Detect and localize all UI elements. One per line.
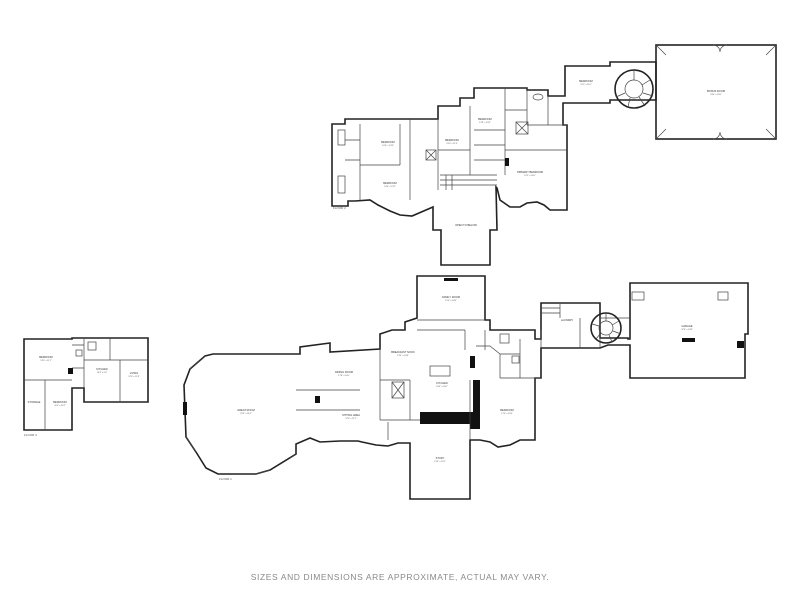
room-small-bedroom-a-dim: 13'6" x 11'2" (40, 360, 52, 362)
room-bedroom-left-dim: 16'4" x 13'8" (382, 145, 394, 147)
room-small-bedroom-a: BEDROOM (39, 355, 52, 359)
room-open-to-below: OPEN TO BELOW (455, 223, 477, 227)
small-floor-label: FLOOR 3 (24, 433, 37, 437)
room-primary-bedroom: PRIMARY BEDROOM (517, 170, 543, 174)
room-primary-bedroom-dim: 19'2" x 16'0" (524, 175, 536, 177)
room-bedroom-mid: BEDROOM (383, 181, 396, 185)
room-bonus-room-dim: 33'4" x 29'0" (710, 94, 722, 96)
room-dining-room-dim: 17'8" x 14'0" (338, 375, 350, 377)
room-study: STUDY (436, 456, 445, 460)
room-main-bedroom-dim: 17'0" x 15'6" (501, 413, 513, 415)
main-floor-plan: FLOOR 1 GREAT ROOM 25'4" x 21'6" DINING … (183, 275, 749, 500)
room-garage-dim: 32'6" x 24'8" (681, 329, 693, 331)
room-family-room: FAMILY ROOM (442, 295, 460, 299)
room-kitchen-dim: 18'6" x 16'0" (436, 386, 448, 388)
room-small-kitchen-dim: 10'4" x 9'0" (97, 372, 108, 374)
room-small-kitchen: KITCHEN (96, 367, 108, 371)
room-small-living: LIVING (130, 371, 139, 375)
room-breakfast-nook: BREAKFAST NOOK (391, 350, 415, 354)
upper-floor-plan: FLOOR 2 BEDROOM 16'4" x 13'8" BEDROOM 14… (331, 44, 777, 266)
room-small-bedroom-b-dim: 11'0" x 10'2" (54, 405, 66, 407)
room-bedroom-top-dim: 12'8" x 10'6" (479, 122, 491, 124)
disclaimer-text: SIZES AND DIMENSIONS ARE APPROXIMATE, AC… (250, 572, 550, 582)
room-kitchen: KITCHEN (436, 381, 448, 385)
room-bonus-room: BONUS ROOM (707, 89, 725, 93)
room-bedroom-mid-dim: 14'6" x 13'2" (384, 186, 396, 188)
room-bedroom-far: BEDROOM (579, 79, 592, 83)
room-dining-room: DINING ROOM (335, 370, 353, 374)
room-sitting-area: SITTING AREA (342, 413, 360, 417)
room-great-room-dim: 25'4" x 21'6" (240, 413, 252, 415)
room-garage: GARAGE (681, 324, 692, 328)
room-bedroom-top: BEDROOM (478, 117, 491, 121)
room-small-living-dim: 12'6" x 11'8" (128, 376, 140, 378)
room-small-bedroom-b: BEDROOM (53, 400, 66, 404)
small-floor-plan: FLOOR 3 BEDROOM 13'6" x 11'2" KITCHEN 10… (23, 337, 149, 437)
room-main-bedroom: BEDROOM (500, 408, 513, 412)
room-breakfast-nook-dim: 13'4" x 10'8" (397, 355, 409, 357)
room-bedroom-center: BEDROOM (445, 138, 458, 142)
room-small-storage: STORAGE (28, 400, 41, 404)
room-bedroom-far-dim: 12'2" x 11'0" (580, 84, 592, 86)
room-sitting-area-dim: 12'6" x 11'2" (345, 418, 357, 420)
upper-floor-label: FLOOR 2 (333, 206, 346, 210)
room-family-room-dim: 19'0" x 18'4" (445, 300, 457, 302)
room-bedroom-center-dim: 13'0" x 11'4" (446, 143, 458, 145)
room-laundry: LAUNDRY (561, 318, 574, 322)
room-bedroom-left: BEDROOM (381, 140, 394, 144)
room-study-dim: 15'8" x 14'2" (434, 461, 446, 463)
room-great-room: GREAT ROOM (237, 408, 255, 412)
main-floor-label: FLOOR 1 (219, 477, 232, 481)
